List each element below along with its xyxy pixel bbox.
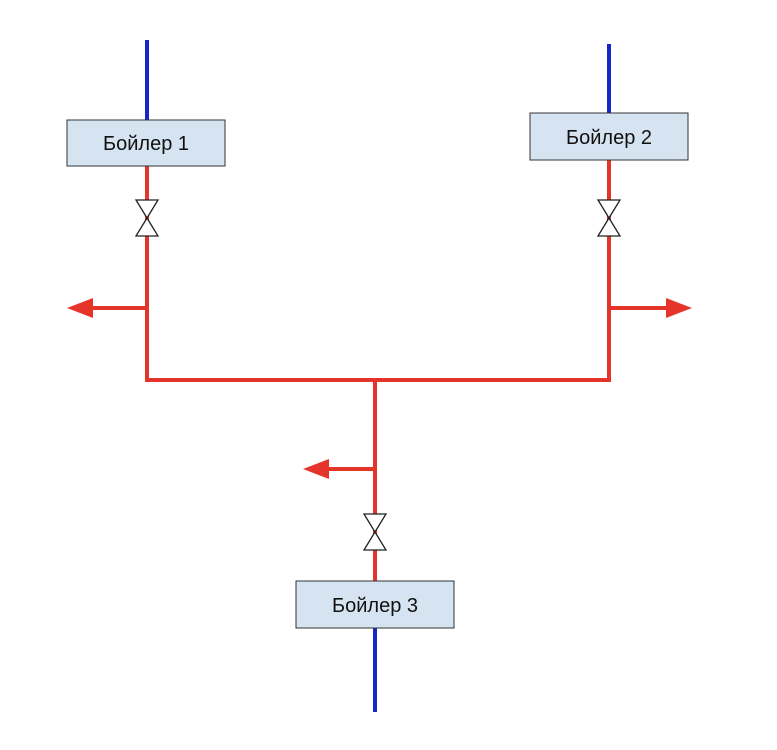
arrow-right-icon xyxy=(666,298,692,318)
gate-valve-icon xyxy=(362,513,388,551)
boiler-2: Бойлер 2 xyxy=(529,112,689,161)
boiler-1: Бойлер 1 xyxy=(66,119,226,167)
boiler-1-label: Бойлер 1 xyxy=(103,133,189,155)
gate-valve-icon xyxy=(596,199,622,237)
boiler-3-label: Бойлер 3 xyxy=(332,595,418,617)
boiler-3: Бойлер 3 xyxy=(295,580,455,629)
boiler-2-label: Бойлер 2 xyxy=(566,127,652,149)
arrow-left-icon xyxy=(67,298,93,318)
gate-valve-icon xyxy=(134,199,160,237)
arrow-left-icon xyxy=(303,459,329,479)
